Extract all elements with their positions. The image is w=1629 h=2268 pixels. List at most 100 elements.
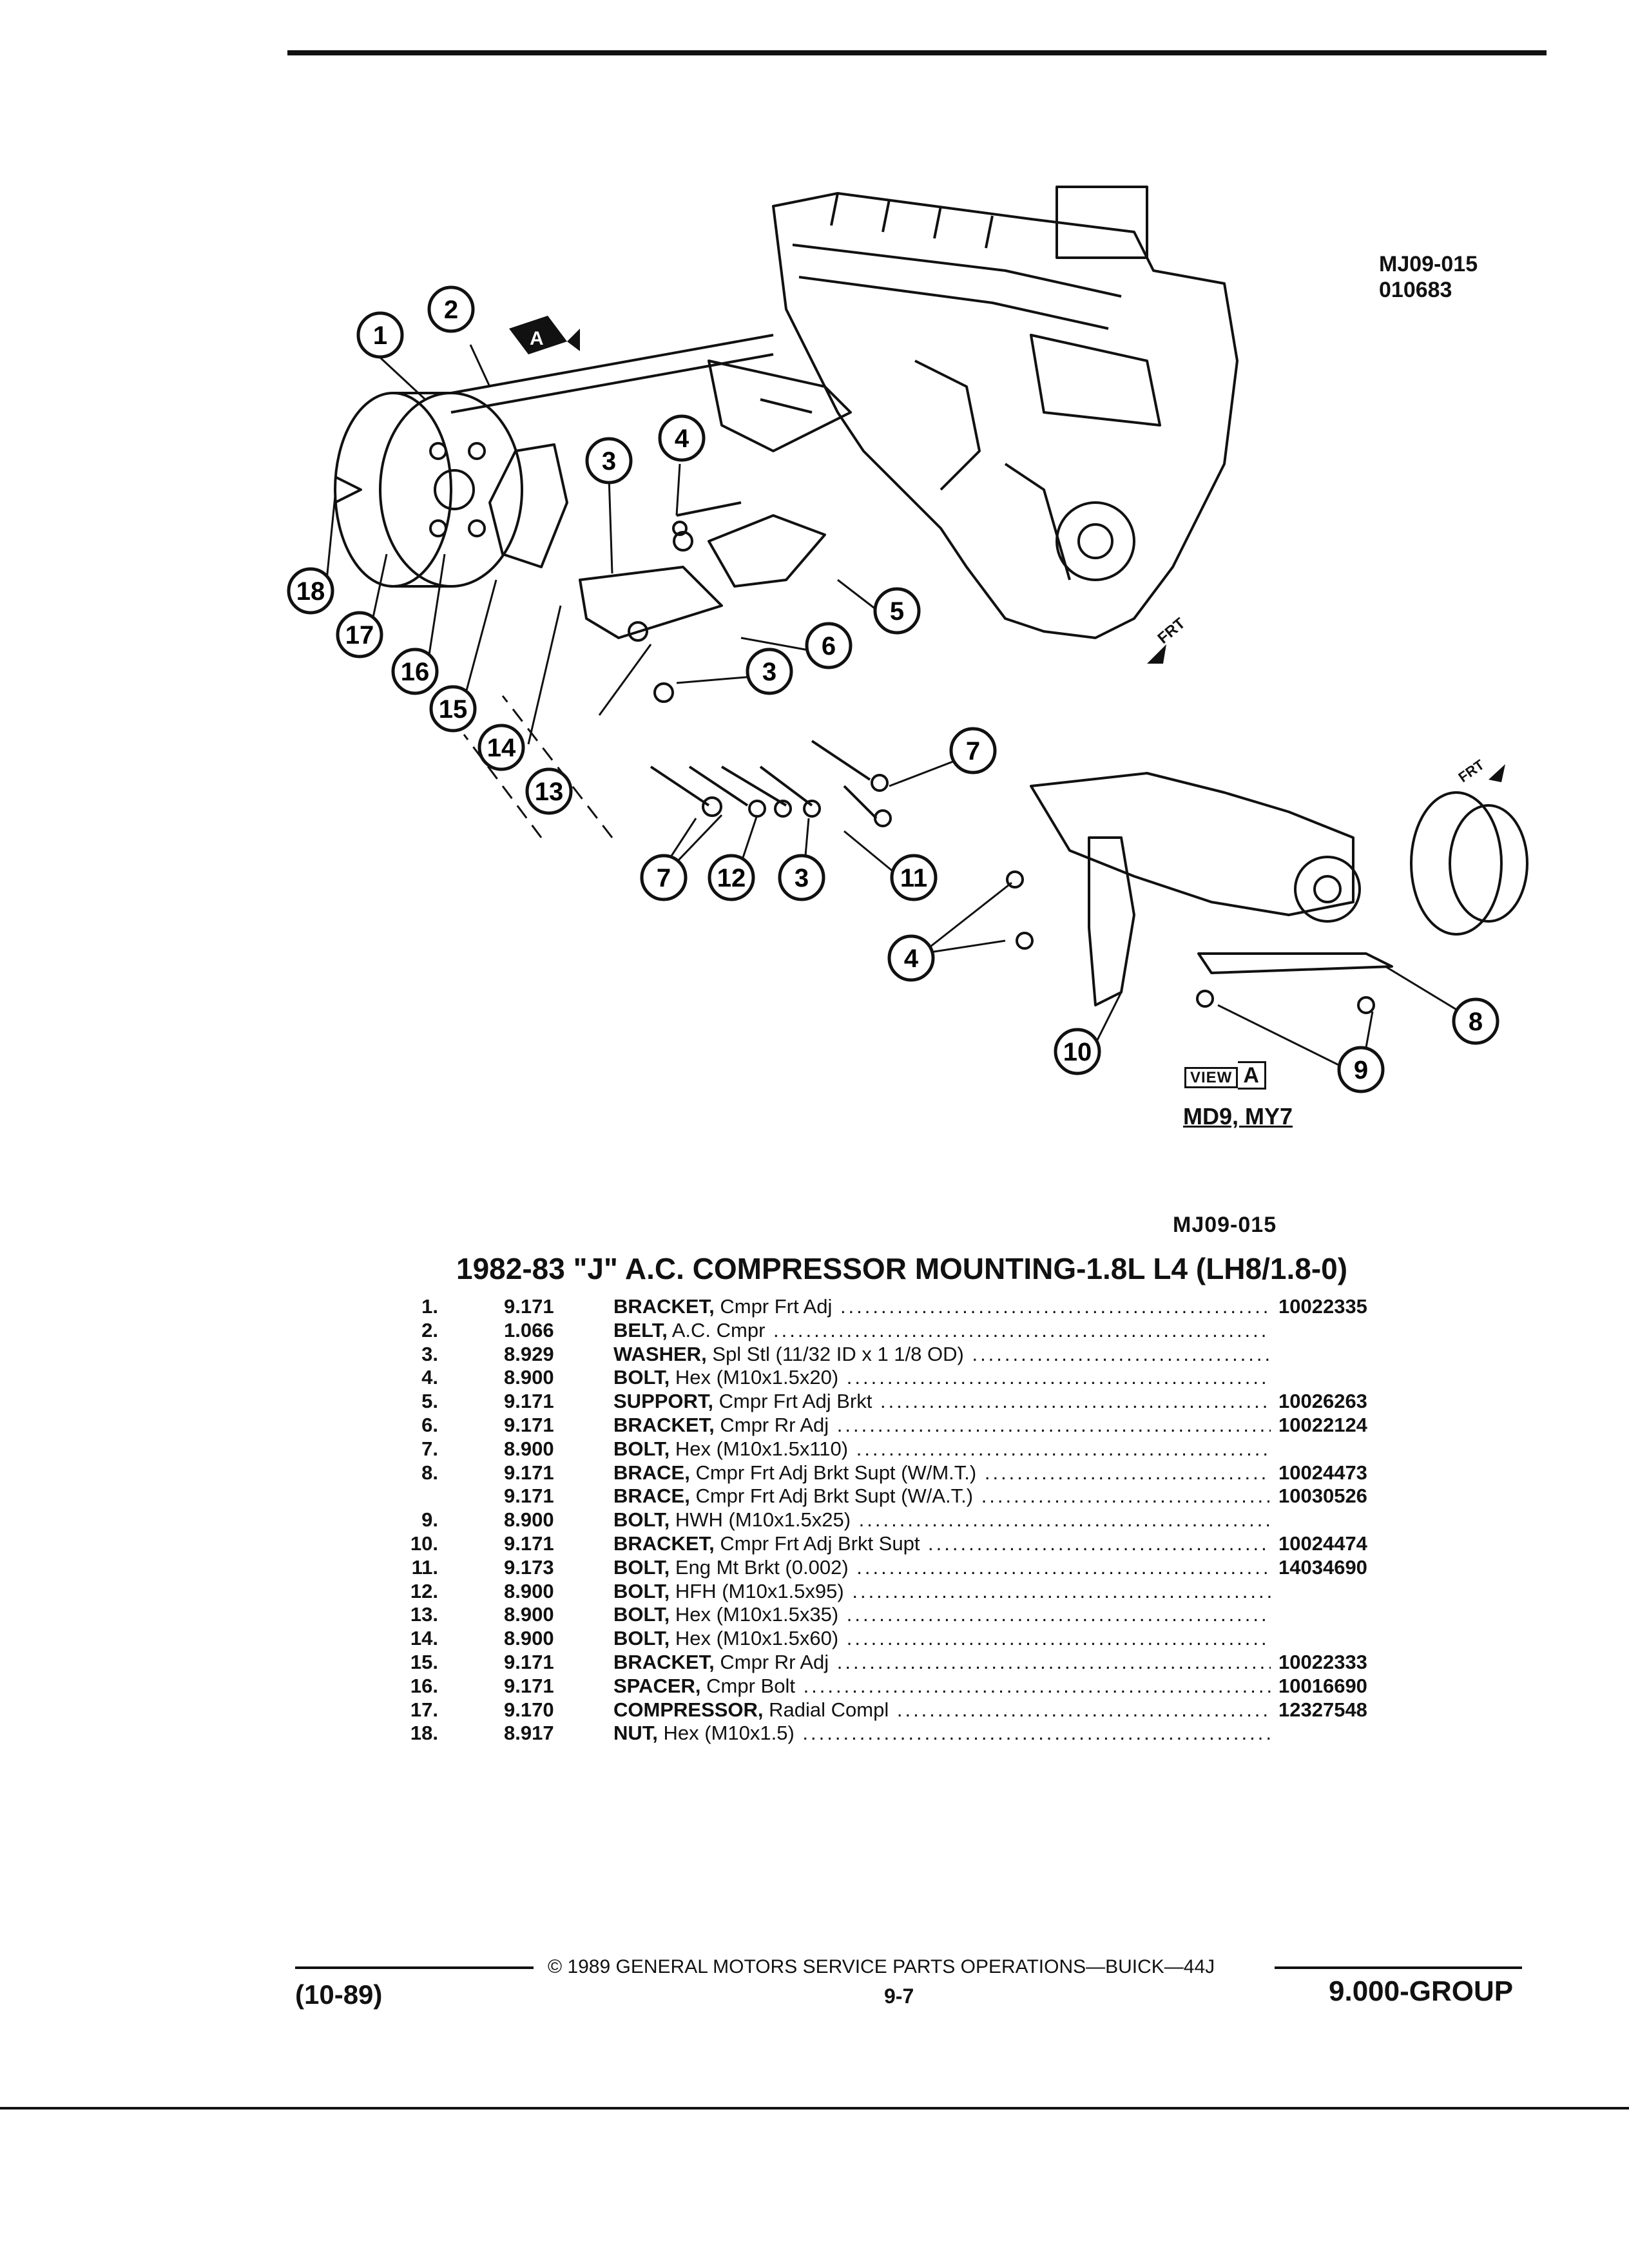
leader-dots: ........................................… xyxy=(981,1485,1271,1508)
view-word: VIEW xyxy=(1184,1067,1239,1088)
part-number: 14034690 xyxy=(1275,1555,1367,1580)
item-number: 18. xyxy=(410,1722,438,1745)
part-number: 10022335 xyxy=(1275,1295,1367,1319)
item-description: BOLT, Hex (M10x1.5x35) .................… xyxy=(613,1603,1271,1627)
callout-label: 16 xyxy=(401,658,430,686)
item-detail: Cmpr Frt Adj Brkt Supt (W/A.T.) xyxy=(695,1485,974,1508)
item-detail: Hex (M10x1.5x60) xyxy=(675,1627,839,1650)
callout-4: 4 xyxy=(658,414,706,462)
part-number: 10024474 xyxy=(1275,1532,1367,1556)
item-name: NUT, xyxy=(613,1722,658,1745)
callout-label: 7 xyxy=(966,737,980,765)
callout-label: 8 xyxy=(1469,1008,1483,1036)
item-number: 9. xyxy=(421,1508,438,1532)
leader-dots: ........................................… xyxy=(858,1508,1271,1532)
callout-label: 1 xyxy=(373,322,387,350)
item-number: 6. xyxy=(421,1413,438,1436)
part-number: 10026263 xyxy=(1275,1390,1367,1414)
item-number: 7. xyxy=(421,1437,438,1460)
group-number: 8.900 xyxy=(504,1366,554,1389)
direction-arrow-a-icon xyxy=(509,316,580,354)
leader-dots: ........................................… xyxy=(773,1318,1271,1341)
item-description: WASHER, Spl Stl (11/32 ID x 1 1/8 OD) ..… xyxy=(613,1343,1271,1367)
group-number: 8.900 xyxy=(504,1437,554,1460)
footer-rule-left xyxy=(295,1966,534,1969)
part-number: 12327548 xyxy=(1275,1698,1367,1722)
item-description: BOLT, Hex (M10x1.5x110) ................… xyxy=(613,1437,1271,1461)
item-name: BRACKET, xyxy=(613,1532,715,1555)
callout-5: 5 xyxy=(873,587,921,635)
callout-label: 12 xyxy=(717,864,746,892)
callout-label: 9 xyxy=(1354,1056,1368,1084)
group-number: 9.171 xyxy=(504,1390,554,1413)
item-description: BRACKET, Cmpr Rr Adj ...................… xyxy=(613,1414,1271,1437)
group-number: 1.066 xyxy=(504,1318,554,1341)
callout-label: 4 xyxy=(904,945,919,973)
leader-dots: ........................................… xyxy=(846,1603,1271,1626)
item-description: BRACE, Cmpr Frt Adj Brkt Supt (W/A.T.) .… xyxy=(613,1485,1271,1508)
group-number: 9.170 xyxy=(504,1698,554,1721)
leader-dots: ........................................… xyxy=(846,1627,1271,1650)
item-detail: Eng Mt Brkt (0.002) xyxy=(675,1555,849,1579)
item-number: 8. xyxy=(421,1461,438,1484)
svg-text:FRT: FRT xyxy=(1456,756,1488,785)
callout-label: 3 xyxy=(795,864,809,892)
item-name: BOLT, xyxy=(613,1579,670,1602)
item-description: BELT, A.C. Cmpr ........................… xyxy=(613,1319,1271,1343)
callout-label: 11 xyxy=(900,864,927,892)
item-description: BRACE, Cmpr Frt Adj Brkt Supt (W/M.T.) .… xyxy=(613,1461,1271,1485)
callout-label: 5 xyxy=(890,597,904,626)
item-number: 11. xyxy=(411,1555,438,1579)
item-detail: Cmpr Rr Adj xyxy=(720,1650,829,1673)
item-name: BRACE, xyxy=(613,1485,690,1508)
part-number: 10016690 xyxy=(1275,1674,1367,1698)
group-number: 9.171 xyxy=(504,1461,554,1484)
view-a-note: MD9, MY7 xyxy=(1183,1103,1293,1129)
item-number: 17. xyxy=(410,1698,438,1721)
item-name: BRACE, xyxy=(613,1461,690,1484)
group-number: 8.900 xyxy=(504,1627,554,1650)
item-description: BRACKET, Cmpr Frt Adj Brkt Supt ........… xyxy=(613,1532,1271,1556)
leader-dots: ........................................… xyxy=(852,1579,1271,1602)
item-detail: Hex (M10x1.5x35) xyxy=(675,1603,839,1626)
item-name: SPACER, xyxy=(613,1674,701,1697)
part-number: 10024473 xyxy=(1275,1461,1367,1485)
callout-8: 8 xyxy=(1452,997,1499,1045)
item-detail: Radial Compl xyxy=(769,1698,889,1721)
callout-label: 18 xyxy=(296,577,325,606)
item-detail: Cmpr Frt Adj Brkt xyxy=(718,1390,872,1413)
bottom-rule xyxy=(0,2107,1629,2109)
leader-dots: ........................................… xyxy=(928,1532,1271,1555)
figure-reference: MJ09-015 xyxy=(1173,1213,1277,1237)
item-description: BOLT, Hex (M10x1.5x20) .................… xyxy=(613,1366,1271,1390)
item-description: BOLT, Hex (M10x1.5x60) .................… xyxy=(613,1627,1271,1651)
leader-dots: ........................................… xyxy=(972,1342,1271,1365)
front-arrow-view-a-icon: FRT xyxy=(1456,756,1505,785)
item-detail: Cmpr Rr Adj xyxy=(720,1413,829,1436)
page-title: 1982-83 "J" A.C. COMPRESSOR MOUNTING-1.8… xyxy=(456,1252,1348,1285)
item-description: BOLT, HWH (M10x1.5x25) .................… xyxy=(613,1508,1271,1532)
callout-3: 3 xyxy=(585,437,633,485)
item-detail: Cmpr Frt Adj Brkt Supt (W/M.T.) xyxy=(695,1461,977,1484)
figure-date-code: 010683 xyxy=(1379,278,1452,302)
item-number: 14. xyxy=(410,1627,438,1650)
item-name: SUPPORT, xyxy=(613,1390,714,1413)
item-name: BRACKET, xyxy=(613,1413,715,1436)
view-letter: A xyxy=(1238,1061,1266,1090)
top-rule xyxy=(287,50,1547,55)
callout-2: 2 xyxy=(427,285,475,333)
group-number: 8.900 xyxy=(504,1508,554,1532)
callout-4: 4 xyxy=(887,934,935,982)
item-number: 12. xyxy=(410,1579,438,1602)
leader-dots: ........................................… xyxy=(856,1437,1271,1460)
